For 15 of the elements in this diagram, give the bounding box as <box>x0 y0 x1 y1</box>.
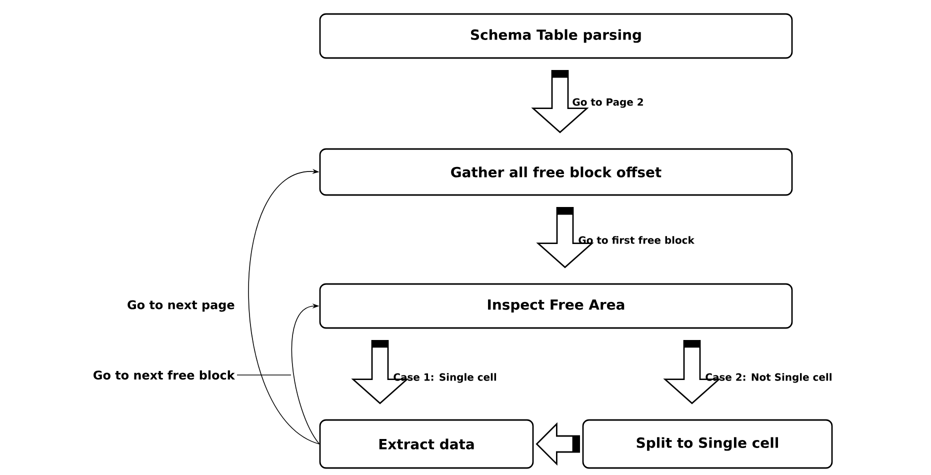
process-box: Split to Single cell <box>582 419 833 469</box>
block-arrow <box>531 70 589 134</box>
block-arrow <box>351 340 409 404</box>
curved-arrow <box>291 303 320 444</box>
edge-label: Go to next free block <box>94 370 236 380</box>
process-box: Extract data <box>319 419 534 469</box>
process-box: Inspect Free Area <box>319 283 793 329</box>
curved-arrow <box>248 168 320 444</box>
process-box: Schema Table parsing <box>319 13 793 59</box>
process-box: Gather all free block offset <box>319 148 793 196</box>
block-arrow <box>536 207 594 268</box>
block-arrow <box>663 340 721 404</box>
edge-label: Go to next page <box>128 300 234 312</box>
block-arrow <box>536 422 580 466</box>
edge-label: Go to Page 2 <box>572 98 643 108</box>
